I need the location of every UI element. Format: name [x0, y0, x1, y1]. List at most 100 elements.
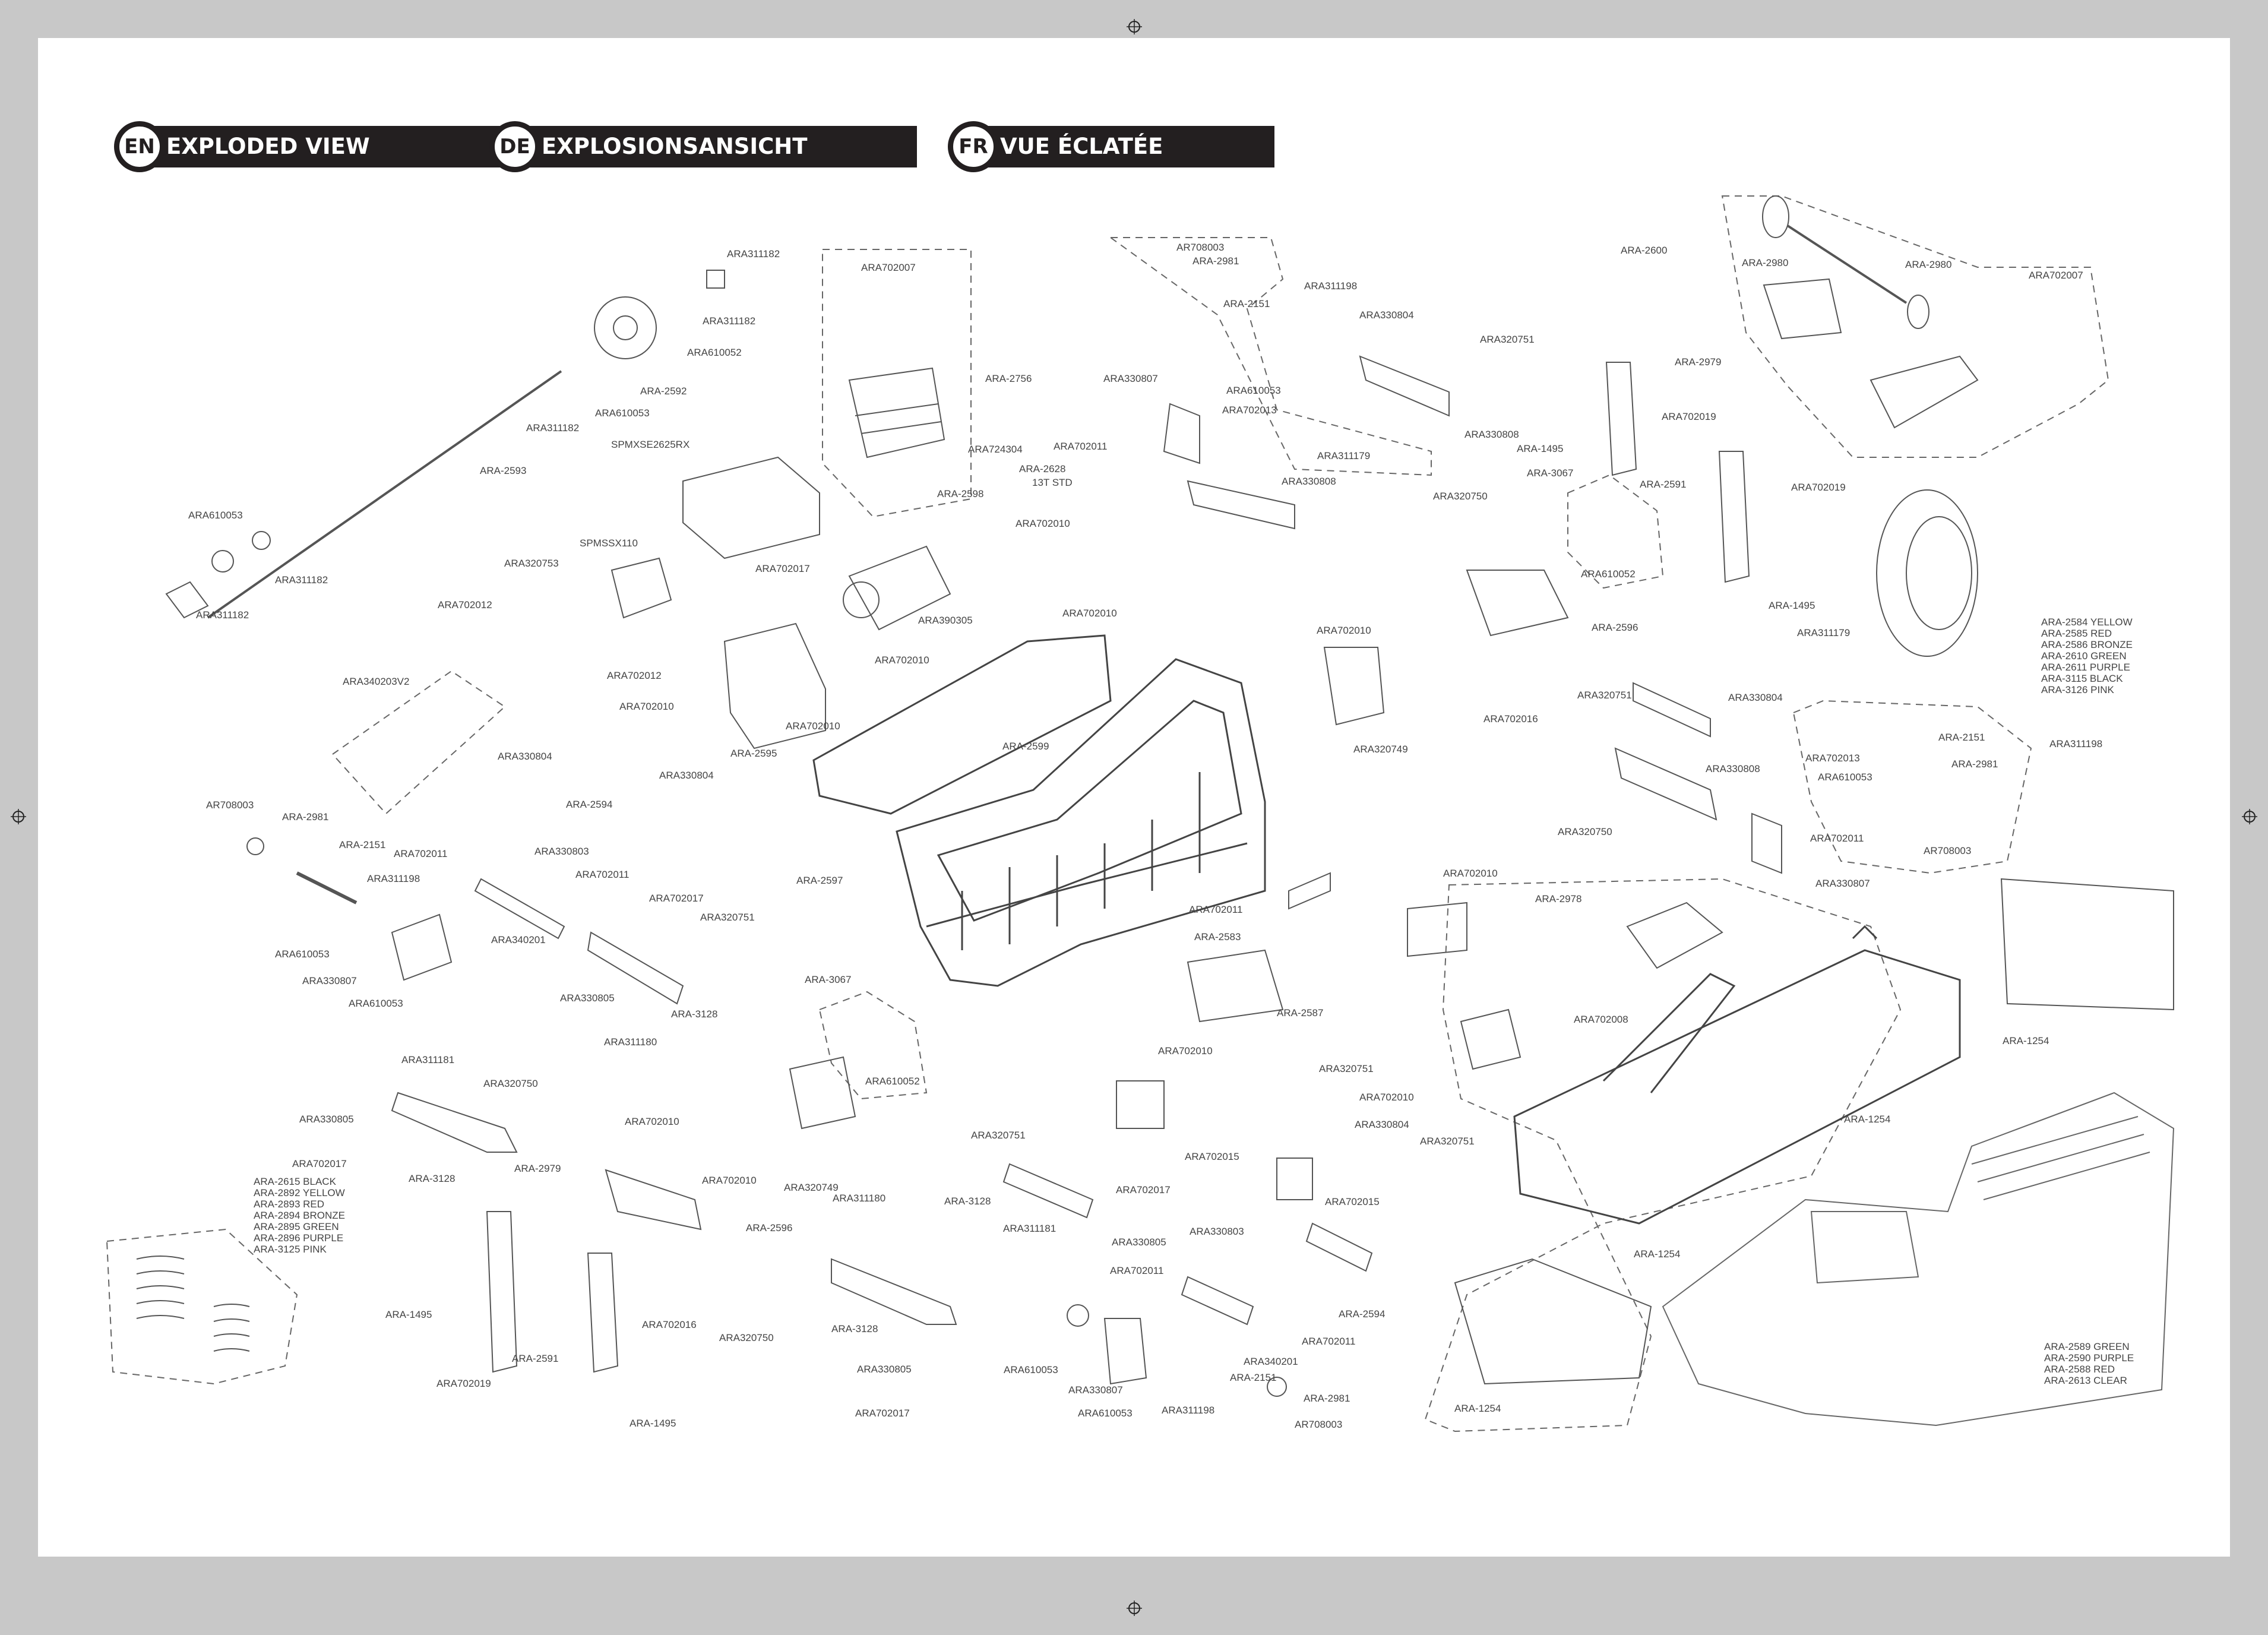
part-label: ARA-2596	[1592, 622, 1638, 633]
part-label: ARA610053	[188, 510, 243, 521]
part-label: ARA702010	[875, 654, 929, 666]
part-label: ARA330805	[560, 992, 615, 1004]
part-label: AR708003	[1924, 845, 1972, 856]
part-label: ARA702010	[625, 1116, 679, 1127]
part-label: ARA702007	[861, 262, 916, 273]
part-label: 13T STD	[1032, 477, 1073, 488]
part-label: ARA-2756	[985, 373, 1032, 384]
part-label: ARA702011	[575, 869, 630, 880]
part-label: ARA610053	[595, 407, 650, 419]
language-badge-de: DE	[489, 121, 540, 172]
right-rear-shock	[1718, 451, 1750, 583]
part-label: AR708003	[1176, 242, 1225, 253]
part-label: ARA-3128	[944, 1196, 991, 1207]
registration-mark-left	[11, 809, 26, 824]
part-label: ARA330804	[1728, 692, 1783, 703]
chassis-tub	[896, 658, 1266, 987]
part-label: ARA702010	[619, 701, 674, 712]
part-label: ARA-2980	[1742, 257, 1789, 268]
part-label: ARA-3067	[805, 974, 852, 985]
part-label: ARA311179	[1797, 627, 1851, 638]
part-label: ARA-2981	[1951, 758, 1998, 770]
part-label: ARA320753	[504, 558, 559, 569]
part-label: ARA702011	[1302, 1336, 1356, 1347]
part-label: ARA-2628	[1019, 463, 1066, 475]
language-badge-en: EN	[114, 121, 165, 172]
part-label: ARA330803	[534, 846, 589, 857]
part-label: ARA320751	[1420, 1136, 1475, 1147]
registration-mark-bottom	[1127, 1601, 1142, 1616]
part-label: ARA330804	[498, 751, 552, 762]
part-label: ARA320751	[971, 1130, 1026, 1141]
part-label: ARA702017	[649, 893, 704, 904]
part-label: ARA-2151	[1230, 1372, 1277, 1383]
registration-mark-top	[1127, 19, 1142, 34]
part-label: ARA702016	[642, 1319, 697, 1330]
part-label: ARA311182	[703, 315, 756, 327]
part-label: ARA702015	[1185, 1151, 1239, 1162]
part-label: ARA724304	[968, 444, 1023, 455]
part-label: ARA610053	[1078, 1408, 1133, 1419]
part-label: ARA-2981	[282, 811, 329, 823]
part-label: ARA-3128	[409, 1173, 456, 1184]
part-label: ARA320751	[1480, 334, 1535, 345]
side-frame	[812, 634, 1112, 815]
part-label: ARA320749	[784, 1182, 839, 1193]
part-label: ARA311198	[1162, 1405, 1215, 1416]
part-label: ARA-2583	[1194, 931, 1241, 943]
part-label: ARA-3128	[671, 1008, 718, 1020]
language-badge-fr: FR	[948, 121, 999, 172]
diagram-sheet: EN EXPLODED VIEW DE EXPLOSIONSANSICHT FR…	[38, 38, 2230, 1557]
part-label: ARA-2587	[1277, 1007, 1324, 1019]
part-label: ARA-2593	[480, 465, 527, 476]
exploded-view-drawing	[106, 195, 2175, 1432]
part-label: ARA702010	[786, 720, 840, 732]
part-label: ARA311181	[401, 1054, 455, 1065]
part-label: ARA311198	[1304, 280, 1358, 292]
part-label: ARA320751	[1577, 690, 1632, 701]
part-label: ARA-1254	[1454, 1403, 1501, 1414]
part-label: ARA320750	[719, 1332, 774, 1343]
part-label: ARA311182	[196, 609, 249, 621]
part-label: ARA330804	[659, 770, 714, 781]
part-label: ARA320750	[483, 1078, 538, 1089]
part-label: ARA311182	[526, 422, 580, 434]
part-label: ARA330807	[1068, 1384, 1123, 1396]
part-label: ARA610052	[687, 347, 742, 358]
part-label: ARA702013	[1805, 752, 1860, 764]
part-label: ARA340201	[1244, 1356, 1298, 1367]
part-label: ARA320750	[1558, 826, 1612, 837]
part-label: ARA702010	[1359, 1092, 1414, 1103]
part-label: ARA320751	[700, 912, 755, 923]
part-label: ARA-2597	[796, 875, 843, 886]
part-label: SPMXSE2625RX	[611, 439, 690, 450]
motor	[848, 545, 951, 631]
part-label: ARA-2599	[1002, 741, 1049, 752]
part-label: AR708003	[1295, 1419, 1343, 1430]
part-label: ARA702010	[1443, 868, 1498, 879]
part-label: ARA311181	[1003, 1223, 1056, 1234]
part-label: ARA610053	[275, 948, 330, 960]
part-label: ARA702008	[1574, 1014, 1628, 1025]
part-label: ARA-2584 YELLOW ARA-2585 RED ARA-2586 BR…	[2041, 616, 2133, 695]
part-label: ARA702010	[1062, 608, 1117, 619]
part-label: ARA320749	[1353, 744, 1408, 755]
part-label: ARA330808	[1464, 429, 1519, 440]
part-label: ARA-2591	[1640, 479, 1687, 490]
part-label: ARA330807	[302, 975, 357, 986]
part-label: SPMSSX110	[580, 537, 638, 549]
left-front-shock	[486, 1211, 518, 1373]
part-label: ARA-2151	[1938, 732, 1985, 743]
part-label: ARA320750	[1433, 491, 1488, 502]
part-label: ARA-2598	[937, 488, 984, 499]
part-label: ARA610052	[865, 1076, 920, 1087]
part-label: ARA-2151	[1223, 298, 1270, 309]
part-label: ARA702019	[436, 1378, 491, 1389]
part-label: ARA-2615 BLACK ARA-2892 YELLOW ARA-2893 …	[254, 1176, 345, 1255]
dashed-group-outlines	[106, 195, 2109, 1432]
part-label: ARA702017	[292, 1158, 347, 1169]
part-label: ARA702013	[1222, 404, 1277, 416]
part-label: ARA702017	[855, 1408, 910, 1419]
part-label: ARA610052	[1581, 568, 1636, 580]
part-label: ARA702019	[1662, 411, 1716, 422]
